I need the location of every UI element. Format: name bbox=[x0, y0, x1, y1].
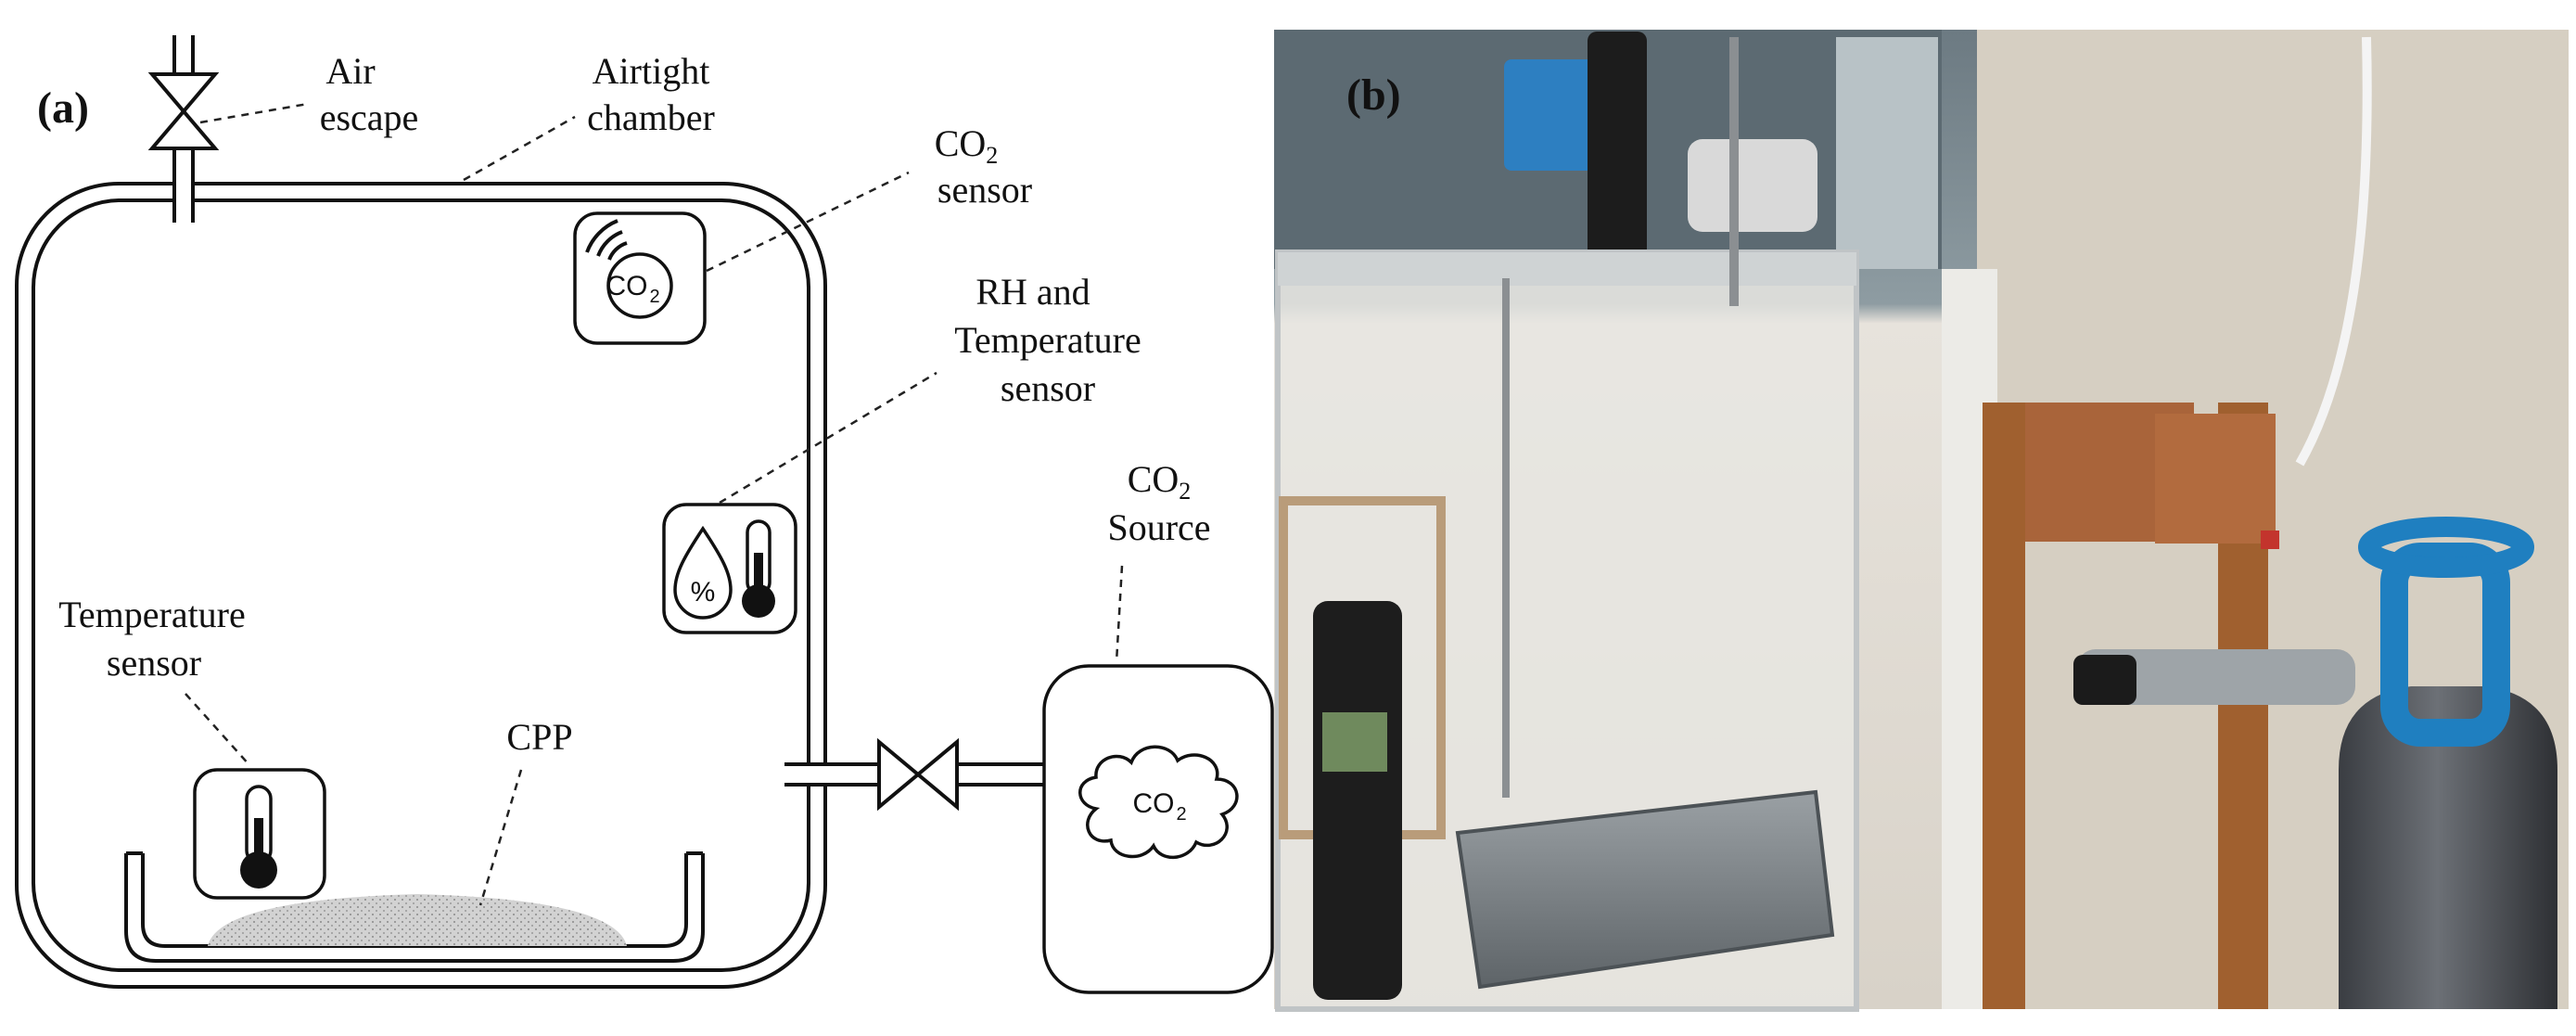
leader-temp-sensor bbox=[185, 693, 251, 767]
photo-red-valve bbox=[2261, 531, 2279, 549]
chamber-outer-wall bbox=[15, 182, 827, 989]
photo-regulator bbox=[2077, 649, 2355, 705]
label-co2-source-line2: Source bbox=[1107, 506, 1210, 548]
leader-rh-sensor bbox=[719, 371, 937, 505]
photo-meter-screen bbox=[1322, 712, 1387, 772]
cpp-tray bbox=[124, 851, 705, 963]
label-rh-line2: Temperature bbox=[954, 319, 1141, 361]
photo-cylinder-ring bbox=[2358, 517, 2534, 578]
panel-b-photo: (b) bbox=[1274, 30, 2569, 1012]
co2-sensor-icon-sub: 2 bbox=[649, 287, 659, 307]
cloud-icon bbox=[1078, 745, 1239, 860]
panel-a-label: (a) bbox=[37, 83, 89, 133]
rh-temp-sensor-icon: % bbox=[662, 503, 797, 634]
leader-co2-source bbox=[1115, 565, 1124, 663]
co2-sensor-icon-text: CO bbox=[606, 271, 648, 301]
label-cpp: CPP bbox=[506, 716, 572, 758]
label-rh-line3: sensor bbox=[1001, 367, 1095, 409]
leader-cpp bbox=[478, 769, 523, 906]
photo-camera-device bbox=[1588, 32, 1647, 263]
cloud-icon-text: CO bbox=[1133, 788, 1175, 819]
panel-a-schematic: (a) Air escape Airtight chamber CO 2 bbox=[15, 35, 1274, 994]
air-escape-valve bbox=[147, 35, 220, 223]
label-chamber-line1: Airtight bbox=[593, 50, 710, 92]
leader-chamber bbox=[463, 115, 576, 182]
cloud-icon-sub: 2 bbox=[1176, 804, 1186, 825]
leader-air-escape bbox=[199, 102, 309, 124]
photo-chamber-top bbox=[1278, 252, 1856, 286]
cpp-powder bbox=[208, 894, 627, 946]
label-co2-sensor-line2: sensor bbox=[937, 169, 1032, 211]
label-air-line2: escape bbox=[320, 96, 419, 138]
leader-co2-sensor bbox=[706, 171, 910, 273]
photo-steel-tray bbox=[1455, 789, 1835, 990]
photo-glass-tube bbox=[1836, 37, 1938, 269]
label-chamber-line2: chamber bbox=[587, 96, 715, 138]
label-temp-line1: Temperature bbox=[58, 594, 246, 635]
chamber-inner-wall bbox=[32, 198, 810, 972]
photo-white-hose bbox=[2295, 36, 2372, 467]
label-co2-sensor-line1: CO2 bbox=[935, 122, 999, 169]
label-temp-line2: sensor bbox=[107, 642, 201, 684]
photo-regulator-knob bbox=[2073, 655, 2136, 705]
photo-handheld-meter bbox=[1313, 601, 1402, 1000]
label-rh-line1: RH and bbox=[976, 271, 1090, 313]
photo-cylinder-handle bbox=[2380, 543, 2510, 747]
label-co2-source-line1: CO2 bbox=[1128, 458, 1192, 505]
temperature-sensor-icon bbox=[193, 768, 326, 900]
photo-wood-post-left bbox=[1983, 403, 2025, 1009]
panel-b-label: (b) bbox=[1346, 70, 1401, 120]
co2-sensor-icon: CO 2 bbox=[573, 211, 707, 345]
photo-blue-bottle bbox=[1504, 59, 1600, 171]
photo-lid-fitting bbox=[1688, 139, 1817, 232]
rh-icon-text: % bbox=[691, 577, 716, 608]
photo-gas-cylinder bbox=[2339, 686, 2557, 1009]
co2-supply-line bbox=[784, 737, 1046, 812]
label-air-line1: Air bbox=[325, 50, 375, 92]
photo-wood-plate bbox=[2155, 414, 2276, 544]
co2-source-box: CO 2 bbox=[1042, 664, 1274, 994]
